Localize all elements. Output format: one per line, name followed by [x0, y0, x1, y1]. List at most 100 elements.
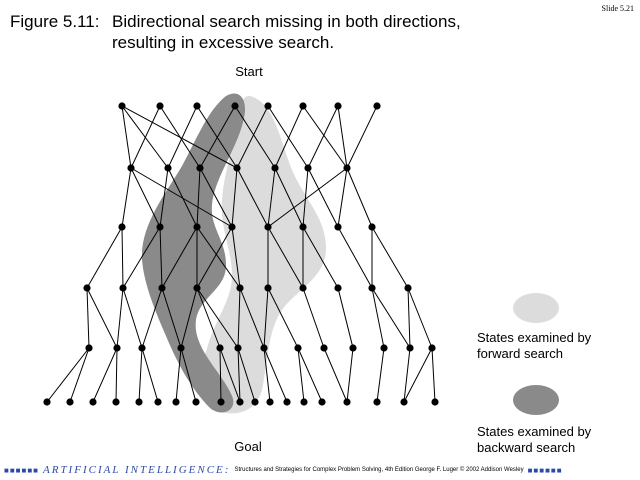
footer-dots-left: ■■■■■■	[4, 465, 39, 475]
figure-title-line-1: Bidirectional search missing in both dir…	[112, 12, 461, 31]
graph-node	[320, 344, 328, 352]
graph-edge	[122, 287, 143, 349]
graph-edge	[86, 287, 118, 349]
graph-edge	[263, 287, 269, 349]
figure-label: Figure 5.11:	[10, 12, 100, 31]
graph-edge	[121, 167, 132, 228]
graph-node	[156, 223, 164, 231]
graph-node	[217, 398, 225, 406]
graph-edge	[92, 347, 118, 403]
graph-edge	[130, 167, 233, 228]
graph-edge	[130, 167, 161, 228]
graph-node	[234, 344, 242, 352]
graph-edge	[407, 287, 411, 349]
graph-node	[251, 398, 259, 406]
graph-node	[192, 398, 200, 406]
graph-edge	[130, 105, 161, 169]
graph-edge	[323, 347, 348, 403]
graph-edge	[115, 347, 118, 403]
graph-node	[231, 102, 239, 110]
graph-edge	[121, 105, 132, 169]
graph-edge	[371, 287, 385, 349]
graph-edge	[371, 287, 411, 349]
graph-edge	[167, 105, 198, 169]
graph-edge	[175, 347, 182, 403]
graph-node	[177, 344, 185, 352]
graph-edge	[302, 167, 309, 228]
graph-node	[271, 164, 279, 172]
graph-node	[299, 284, 307, 292]
graph-edge	[86, 226, 123, 289]
footer-banner: ■■■■■■ ARTIFICIAL INTELLIGENCE: Structur…	[0, 462, 640, 478]
graph-node	[304, 164, 312, 172]
graph-edge	[346, 347, 354, 403]
graph-edge	[267, 105, 309, 169]
graph-edge	[307, 167, 339, 228]
graph-edge	[371, 226, 409, 289]
graph-node	[113, 344, 121, 352]
graph-node	[156, 102, 164, 110]
graph-edge	[121, 226, 124, 289]
graph-edge	[159, 105, 201, 169]
graph-node	[118, 102, 126, 110]
graph-node	[236, 284, 244, 292]
graph-edge	[337, 105, 348, 169]
graph-node	[428, 344, 436, 352]
graph-node	[380, 344, 388, 352]
graph-edge	[180, 347, 197, 403]
start-label: Start	[235, 64, 263, 79]
graph-node	[406, 344, 414, 352]
graph-edge	[86, 287, 90, 349]
graph-node	[343, 164, 351, 172]
graph-edge	[337, 287, 354, 349]
graph-edge	[302, 287, 325, 349]
graph-node	[127, 164, 135, 172]
graph-node	[135, 398, 143, 406]
graph-node	[66, 398, 74, 406]
graph-node	[43, 398, 51, 406]
backward-search-swatch	[513, 385, 559, 415]
graph-edge	[274, 105, 304, 169]
graph-node	[299, 102, 307, 110]
graph-edge	[376, 347, 385, 403]
graph-node	[119, 284, 127, 292]
graph-node	[154, 398, 162, 406]
graph-edge	[180, 287, 198, 349]
graph-node	[193, 102, 201, 110]
graph-node	[264, 223, 272, 231]
footer-series-title: ARTIFICIAL INTELLIGENCE:	[43, 464, 231, 476]
graph-edge	[161, 226, 198, 289]
graph-node	[334, 284, 342, 292]
graph-edge	[237, 287, 241, 349]
graph-edge	[239, 287, 265, 349]
graph-node	[85, 344, 93, 352]
graph-edge	[141, 347, 159, 403]
graph-edge	[138, 347, 143, 403]
graph-node	[299, 223, 307, 231]
graph-node	[283, 398, 291, 406]
graph-edge	[346, 167, 373, 228]
graph-edge	[267, 167, 276, 228]
graph-node	[236, 398, 244, 406]
graph-node	[343, 398, 351, 406]
graph-edge	[219, 347, 241, 403]
graph-node	[264, 102, 272, 110]
slide-number: Slide 5.21	[601, 4, 634, 13]
graph-node	[164, 164, 172, 172]
graph-node	[216, 344, 224, 352]
graph-node	[264, 284, 272, 292]
graph-node	[260, 344, 268, 352]
graph-edge	[267, 167, 348, 228]
graph-edge	[274, 167, 304, 228]
graph-edge	[337, 167, 348, 228]
graph-edge	[199, 167, 233, 228]
graph-node	[400, 398, 408, 406]
graph-node	[193, 284, 201, 292]
graph-edge	[337, 226, 373, 289]
graph-edge	[263, 347, 271, 403]
graph-node	[349, 344, 357, 352]
graph-node	[112, 398, 120, 406]
graph-edge	[236, 105, 269, 169]
graph-edge	[346, 105, 378, 169]
